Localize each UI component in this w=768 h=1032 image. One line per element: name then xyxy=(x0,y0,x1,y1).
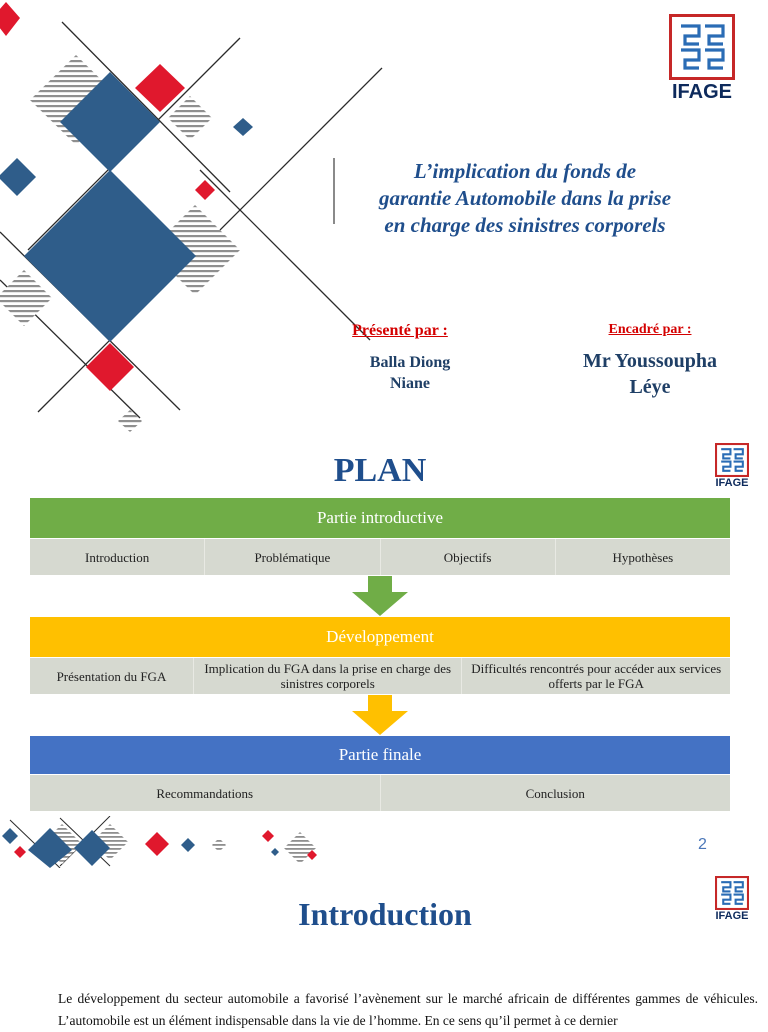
title-divider xyxy=(333,158,335,224)
plan-item: Introduction xyxy=(30,539,204,575)
presenter-name-line: Niane xyxy=(330,373,490,394)
section-items-development: Présentation du FGA Implication du FGA d… xyxy=(30,658,730,694)
section-items-intro: Introduction Problématique Objectifs Hyp… xyxy=(30,539,730,575)
down-arrow-icon xyxy=(352,576,408,616)
presenter-name: Balla Diong Niane xyxy=(330,352,490,394)
plan-item: Conclusion xyxy=(380,775,731,811)
ifage-logo: IFAGE xyxy=(668,14,736,103)
section-header-intro: Partie introductive xyxy=(30,498,730,538)
introduction-title: Introduction xyxy=(240,896,530,933)
plan-item: Difficultés rencontrés pour accéder aux … xyxy=(461,658,730,694)
section-label: Développement xyxy=(326,627,434,646)
section-items-final: Recommandations Conclusion xyxy=(30,775,730,811)
supervisor-name-line: Léye xyxy=(560,374,740,400)
ifage-logo-mark xyxy=(669,14,735,80)
presented-by-label: Présenté par : xyxy=(330,322,470,340)
presentation-title: L’implication du fonds de garantie Autom… xyxy=(340,158,710,239)
plan-item: Recommandations xyxy=(30,775,380,811)
page-number: 2 xyxy=(698,836,707,854)
ifage-logo-mark xyxy=(715,876,749,910)
section-label: Partie introductive xyxy=(317,508,443,527)
ifage-logo-text: IFAGE xyxy=(672,81,732,103)
supervisor-name: Mr Youssoupha Léye xyxy=(560,348,740,400)
introduction-paragraph: Le développement du secteur automobile a… xyxy=(58,988,758,1032)
plan-item: Problématique xyxy=(204,539,379,575)
plan-item: Hypothèses xyxy=(555,539,730,575)
title-line: en charge des sinistres corporels xyxy=(340,212,710,239)
down-arrow-icon xyxy=(352,695,408,735)
footer-decoration xyxy=(0,816,330,868)
plan-item: Présentation du FGA xyxy=(30,658,193,694)
supervised-by-label: Encadré par : xyxy=(580,322,720,338)
ifage-logo-mark xyxy=(715,443,749,477)
plan-item: Implication du FGA dans la prise en char… xyxy=(193,658,462,694)
ifage-logo-small: IFAGE xyxy=(713,443,751,489)
presenter-name-line: Balla Diong xyxy=(330,352,490,373)
title-line: L’implication du fonds de xyxy=(340,158,710,185)
plan-item: Objectifs xyxy=(380,539,555,575)
plan-title: PLAN xyxy=(280,452,480,490)
ifage-logo-small: IFAGE xyxy=(713,876,751,922)
section-label: Partie finale xyxy=(339,745,422,764)
title-line: garantie Automobile dans la prise xyxy=(340,185,710,212)
section-header-final: Partie finale xyxy=(30,736,730,774)
ifage-logo-text: IFAGE xyxy=(715,910,748,922)
section-header-development: Développement xyxy=(30,617,730,657)
ifage-logo-text: IFAGE xyxy=(715,477,748,489)
supervisor-name-line: Mr Youssoupha xyxy=(560,348,740,374)
